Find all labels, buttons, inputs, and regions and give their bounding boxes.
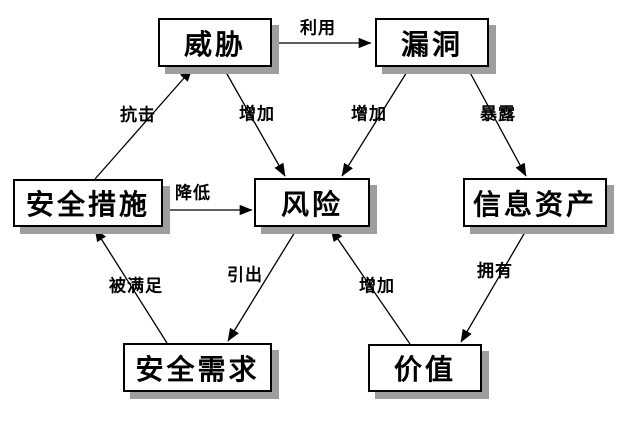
node-threat: 威胁 <box>158 18 272 67</box>
edge-own-line <box>460 226 529 343</box>
edge-vulnerability-increase-label: 增加 <box>351 104 387 125</box>
edge-threat-increase-line <box>222 66 286 177</box>
edge-be-satisfied-line <box>94 228 168 344</box>
edge-exploit-label: 利用 <box>300 18 336 39</box>
edge-value-increase-line <box>330 228 411 345</box>
edge-reduce-label: 降低 <box>175 183 211 204</box>
node-information-assets-label: 信息资产 <box>472 187 597 221</box>
edge-own-label: 拥有 <box>477 261 513 282</box>
node-security-requirements-label: 安全需求 <box>135 352 260 386</box>
edge-vulnerability-increase-line <box>341 66 411 177</box>
edge-expose-line <box>466 66 527 177</box>
node-security-requirements: 安全需求 <box>123 343 272 392</box>
node-value-label: 价值 <box>393 353 456 386</box>
edge-threat-increase-label: 增加 <box>239 104 275 125</box>
node-risk: 风险 <box>254 178 370 227</box>
node-threat-label: 威胁 <box>183 27 246 61</box>
edge-be-satisfied-label: 被满足 <box>109 276 163 297</box>
node-security-measures: 安全措施 <box>13 179 163 227</box>
edge-derive-label: 引出 <box>227 265 263 286</box>
edge-value-increase-label: 增加 <box>359 276 395 297</box>
node-value: 价值 <box>368 344 482 392</box>
edge-derive-line <box>227 226 299 342</box>
node-risk-label: 风险 <box>280 187 343 221</box>
edge-expose-label: 暴露 <box>480 104 516 125</box>
node-information-assets: 信息资产 <box>463 178 607 227</box>
node-security-measures-label: 安全措施 <box>25 188 150 221</box>
edge-resist-label: 抗击 <box>120 105 156 126</box>
node-vulnerability-label: 漏洞 <box>400 27 463 61</box>
edge-resist-line <box>94 68 193 180</box>
node-vulnerability: 漏洞 <box>375 18 489 67</box>
